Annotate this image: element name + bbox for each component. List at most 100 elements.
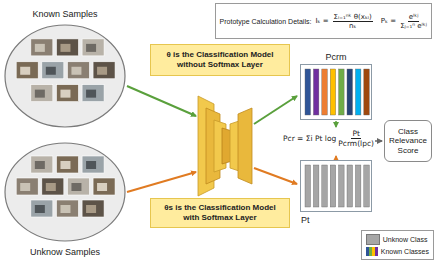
image-detail: [46, 67, 56, 75]
formula-box: Prototype Calculation Details:Iₖ = Σᵢ₌₁ⁿᵏ…: [215, 3, 432, 39]
sample-image: [82, 156, 104, 173]
denominator: Pcrm(lpc): [338, 139, 374, 148]
sample-image: [67, 62, 89, 79]
drawing-part: [127, 172, 196, 192]
class-bar: [339, 165, 345, 207]
class-bar: [322, 165, 328, 207]
ellipse-shape: [5, 143, 125, 241]
formula-term: Iₖ =: [315, 17, 328, 25]
sample-image: [56, 85, 78, 102]
legend-label: Known Classes: [381, 248, 429, 255]
denominator: Σⱼ₌₁ⁿ eˡᵏʲ: [400, 22, 427, 30]
legend-swatch: [366, 247, 378, 256]
swatch-stripe: [375, 247, 378, 256]
sample-image: [56, 156, 78, 173]
legend-swatch: [366, 234, 380, 245]
heading-wrap: Pcrm: [301, 52, 371, 62]
fraction: PtPcrm(lpc): [338, 129, 374, 148]
heading-wrap: Known Samples: [4, 9, 126, 19]
heading-wrap: Unknow Samples: [4, 247, 126, 257]
sample-image: [93, 62, 115, 79]
image-detail: [97, 67, 107, 75]
sample-image: [16, 178, 38, 195]
set-heading: Known Samples: [4, 9, 126, 19]
class-bar: [347, 165, 353, 207]
result-box: Class Relevance Score: [384, 120, 432, 162]
image-detail: [35, 44, 45, 52]
image-detail: [46, 183, 56, 191]
class-bar: [330, 165, 336, 207]
image-detail: [60, 44, 70, 52]
legend-label: Unknow Class: [383, 236, 428, 243]
drawing-part: [127, 86, 196, 116]
model-note: θs is the Classification Model with Soft…: [156, 203, 284, 222]
sample-image: [67, 178, 89, 195]
sample-image: [56, 200, 78, 217]
network-illustration: [198, 96, 252, 196]
formula-title: Prototype Calculation Details:: [220, 18, 312, 25]
image-detail: [60, 90, 70, 98]
vector-name: Pt: [301, 215, 310, 225]
drawing-part: [254, 168, 297, 184]
model-note: θ is the Classification Model without So…: [156, 50, 284, 69]
sample-image: [56, 39, 78, 56]
image-detail: [86, 90, 96, 98]
sample-image: [16, 62, 38, 79]
sample-image: [93, 178, 115, 195]
image-detail: [60, 205, 70, 213]
image-detail: [20, 67, 30, 75]
drawing-part: [238, 108, 252, 184]
sample-image: [31, 200, 53, 217]
sample-image: [31, 156, 53, 173]
sample-image: [82, 39, 104, 56]
class-bar: [330, 69, 336, 115]
fraction: eˡᵏʲΣⱼ₌₁ⁿ eˡᵏʲ: [400, 13, 427, 30]
sample-image: [31, 85, 53, 102]
image-detail: [20, 183, 30, 191]
image-detail: [97, 183, 107, 191]
ellipse-shape: [5, 25, 125, 127]
class-bar: [339, 69, 345, 115]
legend-box: Unknow ClassKnown Classes: [361, 230, 434, 260]
bar-set: [301, 161, 371, 211]
sample-image: [82, 85, 104, 102]
bar-set: [301, 65, 371, 119]
denominator: nₖ: [349, 22, 356, 30]
class-bar: [313, 69, 319, 115]
numerator: Σᵢ₌₁ⁿᵏ θ(xₖᵢ): [333, 13, 373, 22]
formula-term: Pcr = Σi Pt log: [283, 134, 336, 143]
numerator: Pt: [351, 129, 360, 139]
vector-name: Pcrm: [301, 52, 371, 62]
image-detail: [35, 205, 45, 213]
legend-row: Unknow Class: [366, 234, 429, 245]
heading-wrap: Pt: [301, 215, 310, 225]
class-bar: [355, 165, 361, 207]
class-bar: [313, 165, 319, 207]
image-detail: [71, 183, 81, 191]
class-bar: [347, 69, 353, 115]
drawing-part: [254, 96, 297, 124]
image-detail: [86, 161, 96, 169]
sample-image: [42, 178, 64, 195]
model-note-box: θ is the Classification Model without So…: [150, 44, 290, 76]
probability-bars-box: Pcrm: [300, 64, 372, 120]
class-bar: [305, 69, 311, 115]
sample-image: [82, 200, 104, 217]
class-bar: [322, 69, 328, 115]
image-detail: [60, 161, 70, 169]
numerator: eˡᵏʲ: [408, 13, 420, 22]
image-detail: [35, 90, 45, 98]
class-bar: [355, 69, 361, 115]
probability-bars-box: Pt: [300, 160, 372, 212]
relevance-formula: Pcr = Σi Pt logPtPcrm(lpc): [283, 129, 374, 148]
legend-row: Known Classes: [366, 247, 429, 256]
model-note-box: θs is the Classification Model with Soft…: [150, 198, 290, 228]
image-detail: [35, 161, 45, 169]
ellipse-outline: [4, 142, 126, 242]
class-bar: [364, 165, 370, 207]
ellipse-outline: [4, 24, 126, 128]
sample-image: [42, 62, 64, 79]
image-detail: [86, 44, 96, 52]
sample-set-ellipse: Unknow Samples: [4, 142, 126, 242]
